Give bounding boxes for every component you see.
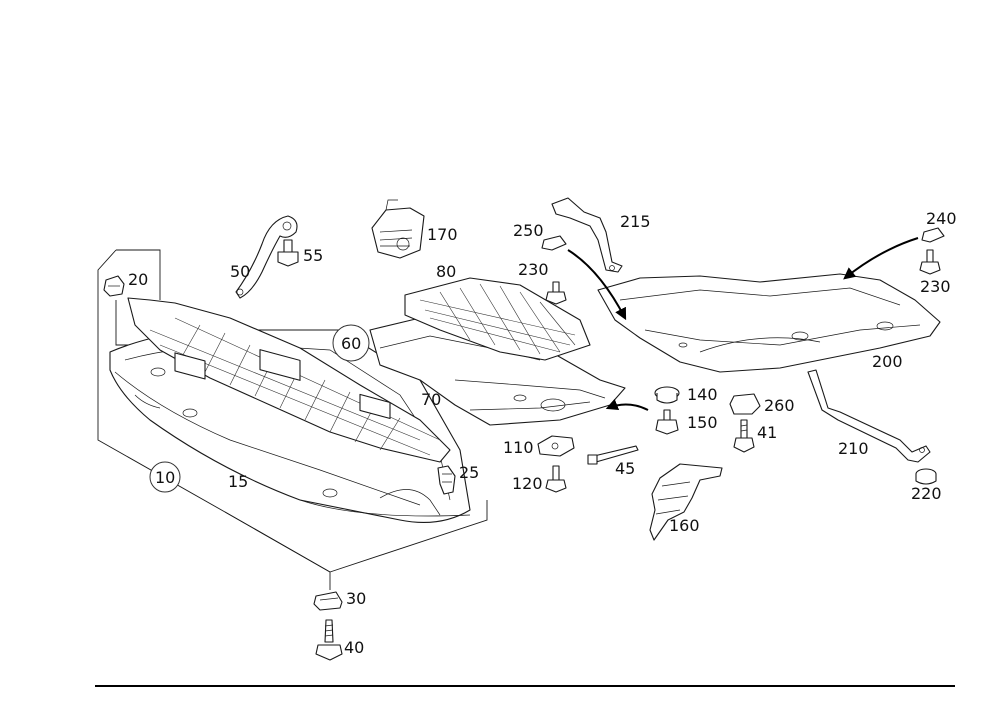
label-20: 20 <box>128 270 148 289</box>
label-260: 260 <box>764 396 795 415</box>
part-230-screw-left <box>545 281 567 305</box>
part-170-bracket <box>371 199 425 259</box>
part-260-pad <box>729 393 761 415</box>
part-250-clip <box>541 235 567 251</box>
part-120-bolt <box>545 465 567 493</box>
label-250: 250 <box>513 221 544 240</box>
label-15: 15 <box>228 472 248 491</box>
part-150-bolt <box>655 409 679 435</box>
part-200-rear-underpanel <box>597 273 941 373</box>
label-55: 55 <box>303 246 323 265</box>
label-160: 160 <box>669 516 700 535</box>
part-30-nut-clip <box>313 591 343 611</box>
part-210-strut <box>807 369 931 463</box>
label-25: 25 <box>459 463 479 482</box>
part-41-screw <box>733 419 755 453</box>
label-210: 210 <box>838 439 869 458</box>
part-160-bracket <box>649 463 723 541</box>
label-220: 220 <box>911 484 942 503</box>
part-230-screw-right <box>919 249 941 275</box>
label-10: 10 <box>155 468 175 487</box>
part-80-grid-panel <box>404 277 591 361</box>
part-55-bolt <box>277 239 299 267</box>
part-110-nut <box>537 435 575 457</box>
label-170: 170 <box>427 225 458 244</box>
label-45: 45 <box>615 459 635 478</box>
label-150: 150 <box>687 413 718 432</box>
label-110: 110 <box>503 438 534 457</box>
label-40: 40 <box>344 638 364 657</box>
callout-circle-60 <box>332 324 370 362</box>
label-80: 80 <box>436 262 456 281</box>
group-10-frame <box>97 249 488 590</box>
part-240-clip <box>921 227 945 243</box>
part-40-screw <box>315 619 343 661</box>
label-120: 120 <box>512 474 543 493</box>
part-25-clip <box>437 465 456 495</box>
part-45-cable-tie <box>587 445 639 465</box>
part-20-clip <box>103 275 125 297</box>
part-215-strut <box>551 197 623 273</box>
label-200: 200 <box>872 352 903 371</box>
part-10-air-guide-panel <box>127 297 451 463</box>
label-230b: 230 <box>920 277 951 296</box>
part-220-nut <box>915 468 937 485</box>
label-70: 70 <box>421 390 441 409</box>
label-30: 30 <box>346 589 366 608</box>
label-50: 50 <box>230 262 250 281</box>
label-215: 215 <box>620 212 651 231</box>
callout-circle-10 <box>149 461 181 493</box>
label-230a: 230 <box>518 260 549 279</box>
assembly-arrows <box>567 237 919 411</box>
part-140-grommet <box>654 386 680 404</box>
label-41: 41 <box>757 423 777 442</box>
part-50-bracket <box>235 215 298 299</box>
label-60: 60 <box>341 334 361 353</box>
label-140: 140 <box>687 385 718 404</box>
label-240: 240 <box>926 209 957 228</box>
